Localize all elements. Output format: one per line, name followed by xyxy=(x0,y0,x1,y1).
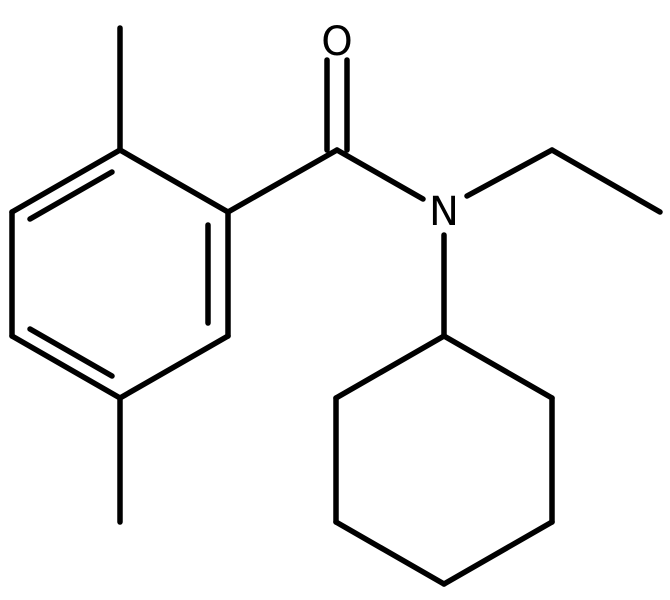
bond-c2-c3 xyxy=(9,147,123,215)
bond-c4-c5-inner xyxy=(27,326,115,379)
bond-c5-c6 xyxy=(117,333,231,401)
bond-cy6-cy1 xyxy=(333,333,447,401)
oxygen-label: O xyxy=(321,19,352,65)
bond-c1-c2 xyxy=(117,147,231,215)
bond-carbonyl-nitrogen xyxy=(334,147,426,202)
bond-cy4-cy5 xyxy=(333,519,447,587)
benzene-ring xyxy=(9,147,231,401)
cyclohexane-ring xyxy=(333,333,555,587)
bond-cy1-cy2 xyxy=(441,333,555,401)
bond-ring-carbonyl xyxy=(225,147,340,215)
bond-c3-c3-inner xyxy=(27,169,115,222)
bond-nitrogen-ethyl xyxy=(464,147,555,199)
bond-c4-c5 xyxy=(9,333,123,401)
bond-ethyl-terminal xyxy=(549,147,663,215)
bond-cy3-cy4 xyxy=(441,519,555,587)
nitrogen-label: N xyxy=(429,189,459,235)
